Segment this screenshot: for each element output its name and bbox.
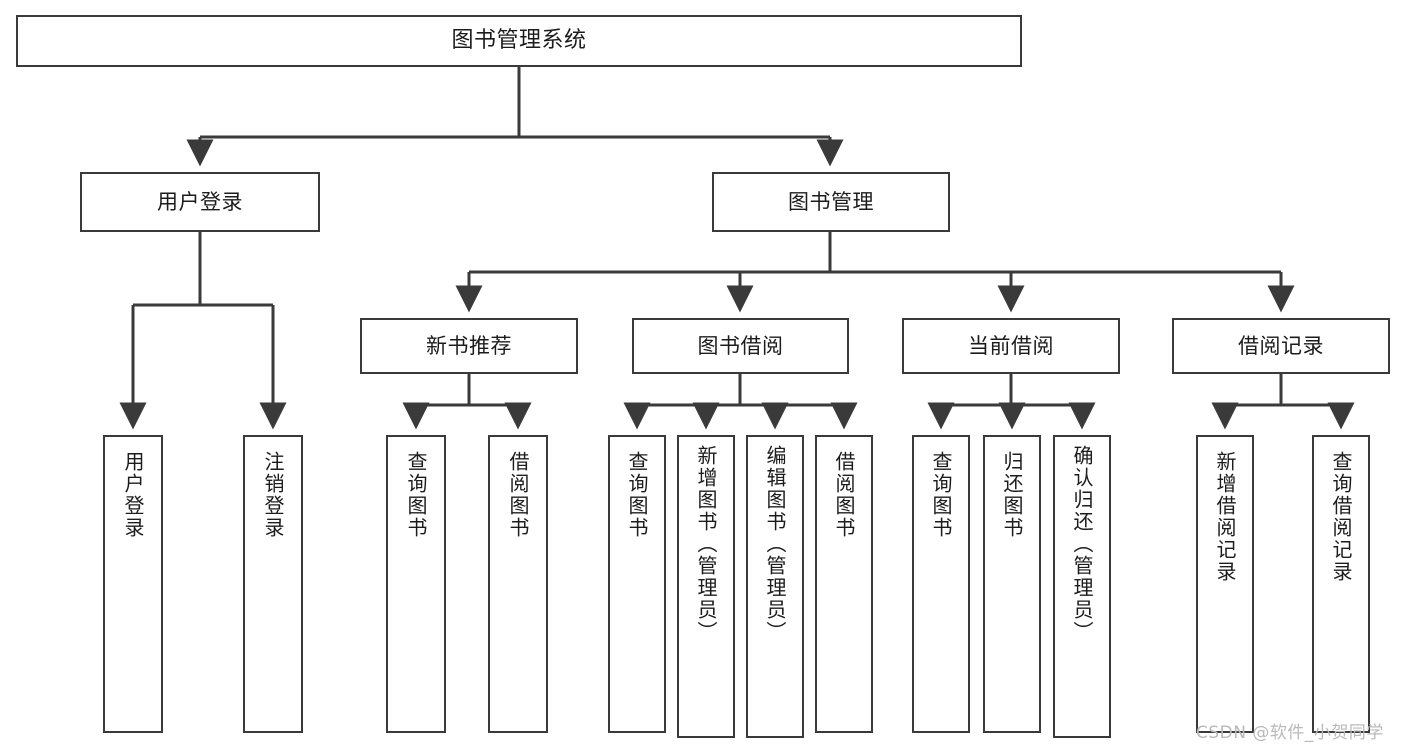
node-leaf-logout-label: 注销登录 [261, 451, 285, 539]
csdn-watermark: CSDN @软件_小贺同学 [1196, 723, 1384, 743]
node-leaf-add-record-label: 新增借阅记录 [1213, 451, 1237, 583]
node-leaf-query-book-3[interactable]: 查询图书 [912, 435, 970, 733]
node-user-login[interactable]: 用户登录 [80, 172, 320, 232]
node-leaf-return-book-label: 归还图书 [1000, 451, 1024, 539]
node-borrow-record-label: 借阅记录 [1238, 333, 1324, 358]
node-new-book-recommend-label: 新书推荐 [426, 333, 512, 358]
node-root-label: 图书管理系统 [451, 28, 587, 54]
node-leaf-confirm-return[interactable]: 确认归还（管理员） [1053, 435, 1111, 738]
node-leaf-query-book-3-label: 查询图书 [929, 451, 953, 539]
node-book-manage-label: 图书管理 [788, 189, 874, 214]
node-book-borrow[interactable]: 图书借阅 [632, 318, 849, 374]
node-book-manage[interactable]: 图书管理 [712, 172, 950, 232]
node-leaf-add-book[interactable]: 新增图书（管理员） [677, 435, 735, 738]
node-root[interactable]: 图书管理系统 [16, 15, 1022, 67]
node-leaf-query-book-1-label: 查询图书 [404, 451, 428, 539]
node-leaf-query-book-1[interactable]: 查询图书 [386, 435, 446, 733]
node-leaf-edit-book[interactable]: 编辑图书（管理员） [746, 435, 804, 738]
node-current-borrow-label: 当前借阅 [968, 333, 1054, 358]
node-leaf-edit-book-label: 编辑图书（管理员） [763, 445, 787, 643]
node-borrow-record[interactable]: 借阅记录 [1172, 318, 1390, 374]
node-leaf-add-record[interactable]: 新增借阅记录 [1196, 435, 1254, 733]
node-current-borrow[interactable]: 当前借阅 [902, 318, 1120, 374]
node-leaf-user-login-label: 用户登录 [121, 451, 145, 539]
node-new-book-recommend[interactable]: 新书推荐 [360, 318, 578, 374]
node-book-borrow-label: 图书借阅 [697, 333, 784, 358]
node-user-login-label: 用户登录 [157, 189, 243, 214]
node-leaf-query-record-label: 查询借阅记录 [1329, 451, 1353, 583]
node-leaf-query-book-2-label: 查询图书 [625, 451, 649, 539]
node-leaf-user-login[interactable]: 用户登录 [103, 435, 163, 733]
node-leaf-query-book-2[interactable]: 查询图书 [608, 435, 666, 733]
node-leaf-return-book[interactable]: 归还图书 [983, 435, 1041, 733]
node-leaf-logout[interactable]: 注销登录 [243, 435, 303, 733]
node-leaf-query-record[interactable]: 查询借阅记录 [1312, 435, 1370, 733]
node-leaf-borrow-book-2[interactable]: 借阅图书 [815, 435, 873, 733]
node-leaf-borrow-book-2-label: 借阅图书 [832, 451, 856, 539]
node-leaf-add-book-label: 新增图书（管理员） [694, 445, 718, 643]
node-leaf-borrow-book-1-label: 借阅图书 [506, 451, 530, 539]
node-leaf-confirm-return-label: 确认归还（管理员） [1070, 445, 1094, 643]
node-leaf-borrow-book-1[interactable]: 借阅图书 [488, 435, 548, 733]
